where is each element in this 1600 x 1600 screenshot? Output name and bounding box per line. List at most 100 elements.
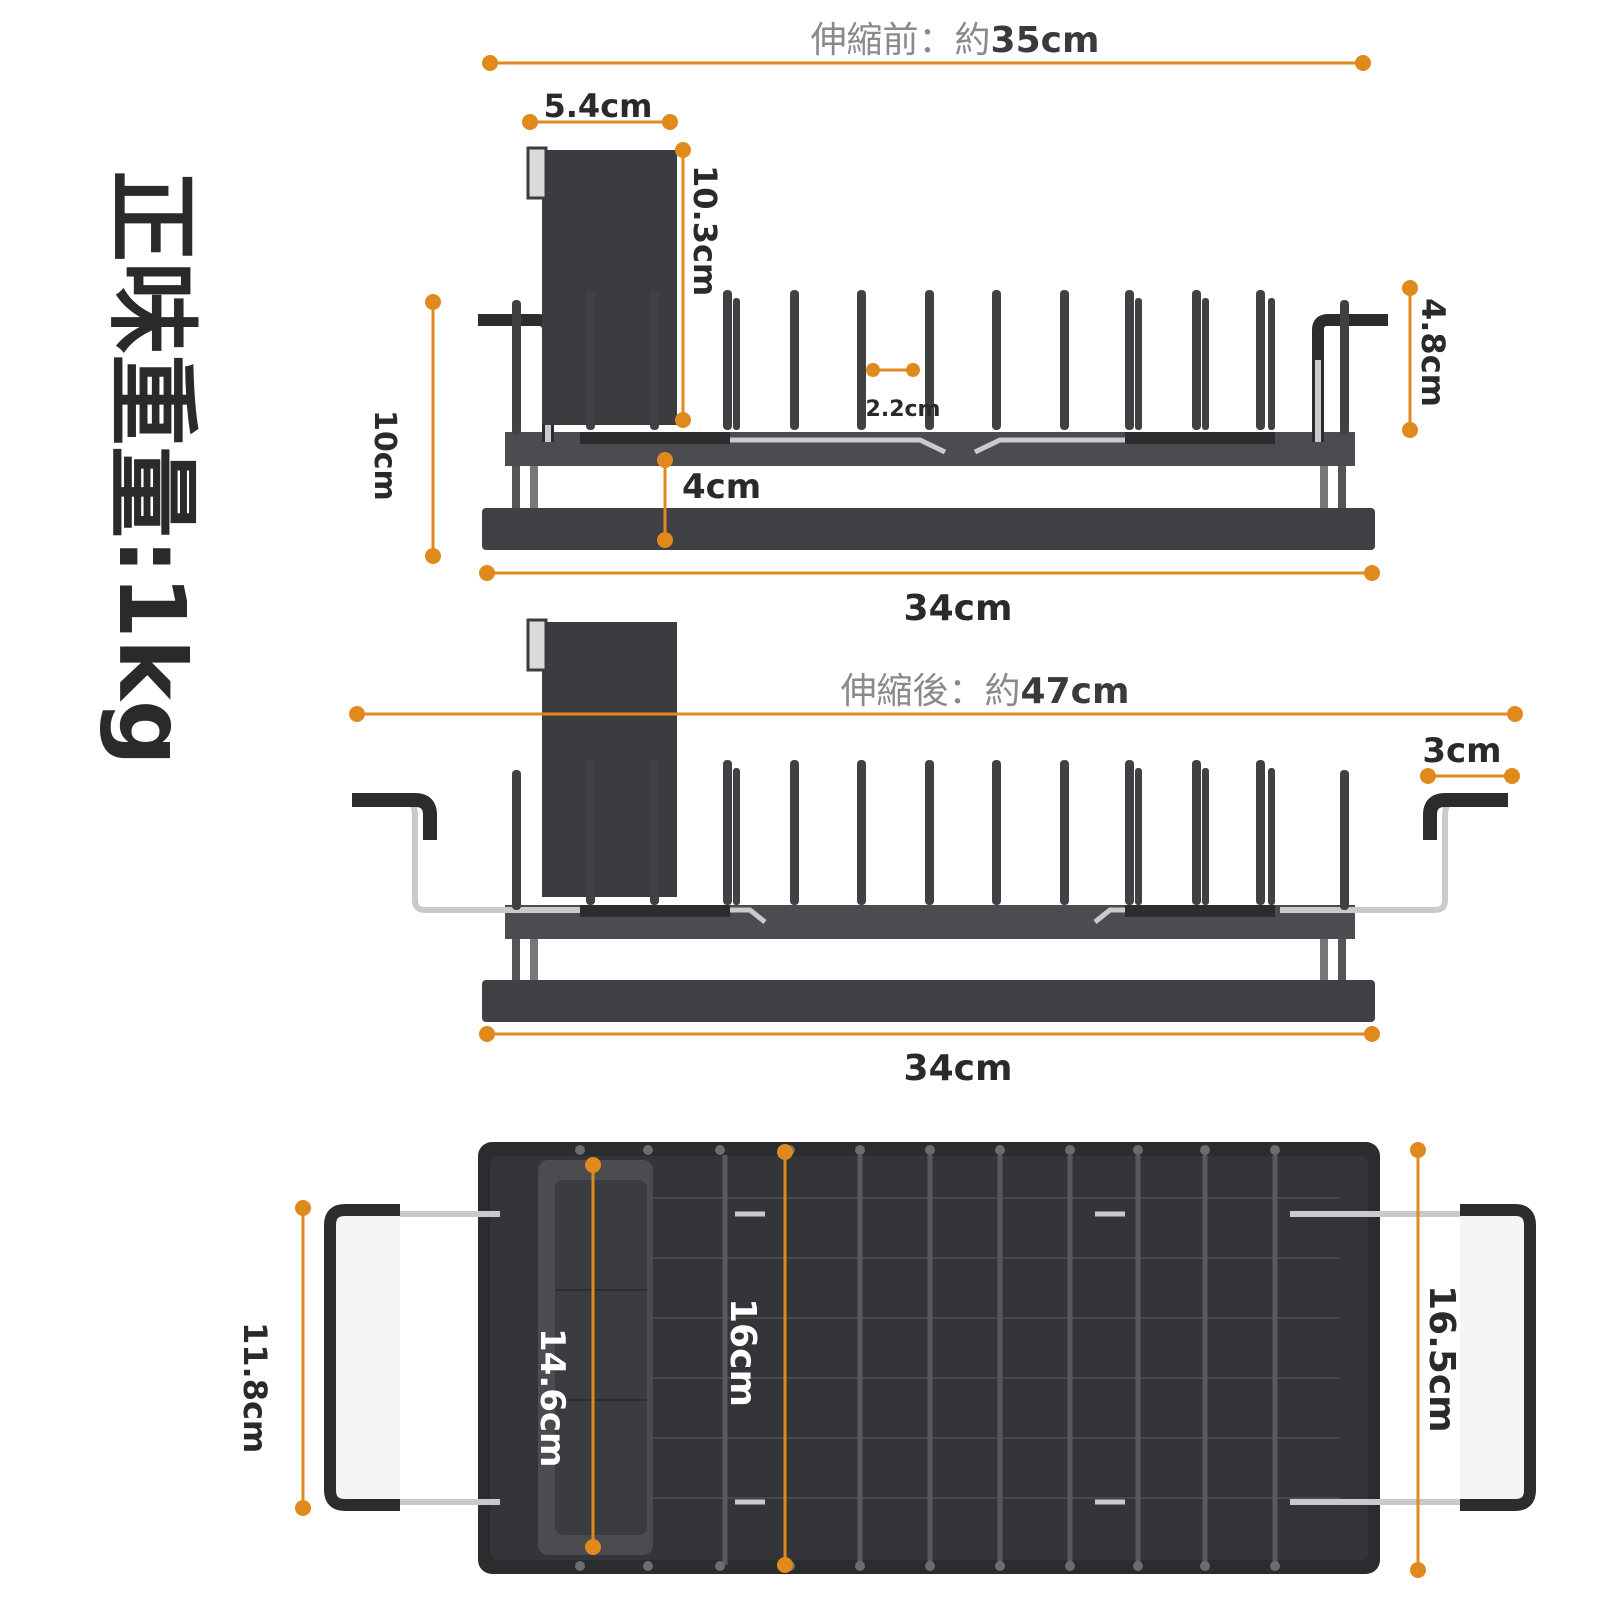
support-leg-left-2 xyxy=(530,460,538,508)
dim-base-width-retracted: 34cm xyxy=(479,565,1380,629)
plate-pin xyxy=(1135,768,1142,905)
dim-holder-depth-label: 14.6cm xyxy=(532,1328,572,1467)
plate-pin xyxy=(1340,770,1349,910)
support-leg-left-2 xyxy=(530,935,538,980)
front-view-retracted: 伸縮前：約35cm 5.4cm 10.3cm 10cm xyxy=(367,20,1452,629)
plate-pin xyxy=(650,760,659,905)
plate-pin xyxy=(1192,290,1201,430)
dim-holder-height-label: 10.3cm xyxy=(686,165,724,296)
dim-end xyxy=(657,452,673,468)
plate-pin xyxy=(1268,768,1275,905)
dim-holder-height: 10.3cm xyxy=(675,142,724,428)
plate-pin xyxy=(1192,760,1201,905)
plate-pin xyxy=(925,290,934,430)
dim-end xyxy=(425,294,441,310)
plate-pin xyxy=(512,770,521,910)
upper-frame-inner-2 xyxy=(1125,432,1275,444)
support-leg-left xyxy=(512,460,520,508)
upper-frame-inner-2 xyxy=(1125,905,1275,917)
plate-pin xyxy=(1268,298,1275,430)
dim-handle-depth-label: 11.8cm xyxy=(236,1322,274,1453)
dim-width-before: 伸縮前：約35cm xyxy=(482,20,1371,71)
dim-slot-gap-label: 2.2cm xyxy=(866,397,941,422)
steel-rod-left xyxy=(730,437,947,455)
top-handle-right xyxy=(1460,1204,1536,1511)
dim-end xyxy=(1410,1142,1426,1158)
top-handle-left xyxy=(324,1204,400,1511)
plate-pin xyxy=(650,290,659,430)
plate-pin xyxy=(790,760,799,905)
dim-outer-depth: 16.5cm xyxy=(1410,1142,1462,1578)
dim-tray-gap: 4cm xyxy=(657,452,761,548)
utensil-holder-side xyxy=(526,618,548,672)
dim-end xyxy=(906,363,920,377)
dim-end xyxy=(1504,768,1520,784)
dim-end xyxy=(479,1026,495,1042)
handle-right-extended xyxy=(1280,797,1508,913)
dim-handle-extension-label: 3cm xyxy=(1422,731,1501,771)
dim-end xyxy=(1364,1026,1380,1042)
tray-grid xyxy=(650,1197,1340,1499)
plate-pin xyxy=(1256,760,1265,905)
plate-pin xyxy=(1060,760,1069,905)
dim-base-width-extended-label: 34cm xyxy=(904,1048,1013,1089)
plate-pin xyxy=(733,298,740,430)
dim-end xyxy=(482,55,498,71)
plate-pin xyxy=(992,760,1001,905)
dim-end xyxy=(777,1144,793,1160)
plate-pin xyxy=(790,290,799,430)
dim-end xyxy=(585,1539,601,1555)
dim-width-after-prefix: 伸縮後：約 xyxy=(841,671,1021,712)
dim-end xyxy=(1420,768,1436,784)
plate-pin xyxy=(925,760,934,905)
plate-pin xyxy=(723,760,732,905)
dim-end xyxy=(662,114,678,130)
dim-end xyxy=(585,1157,601,1173)
support-leg-right xyxy=(1338,935,1346,980)
dim-inner-depth-label: 16cm xyxy=(722,1298,763,1407)
dim-width-after-value: 47cm xyxy=(1021,671,1130,712)
upper-frame-inner xyxy=(580,905,730,917)
plate-pin xyxy=(992,290,1001,430)
dim-holder-width: 5.4cm xyxy=(522,87,678,130)
dim-total-height-label: 10cm xyxy=(367,410,402,501)
dim-inner-depth: 16cm xyxy=(722,1144,793,1573)
dim-end xyxy=(866,363,880,377)
dim-holder-width-label: 5.4cm xyxy=(544,87,653,125)
dim-end xyxy=(1402,280,1418,296)
handle-right xyxy=(1312,314,1388,442)
plate-pin xyxy=(733,768,740,905)
dim-end xyxy=(1355,55,1371,71)
plate-pin xyxy=(586,760,595,905)
steel-rod-right xyxy=(973,437,1125,455)
dim-width-before-value: 35cm xyxy=(991,20,1100,61)
dim-base-width-retracted-label: 34cm xyxy=(904,588,1013,629)
steel-rod-left xyxy=(730,907,767,924)
dim-end xyxy=(349,706,365,722)
support-leg-left xyxy=(512,935,520,980)
plate-pin xyxy=(857,760,866,905)
plate-pin xyxy=(1125,760,1134,905)
handle-left-extended-grip xyxy=(352,793,437,840)
steel-rod-right xyxy=(1093,907,1125,924)
dim-handle-extension: 3cm xyxy=(1420,731,1520,784)
utensil-holder-side xyxy=(526,146,548,200)
dim-end xyxy=(1364,565,1380,581)
dim-width-before-label: 伸縮前：約35cm xyxy=(811,20,1100,61)
support-leg-right xyxy=(1338,460,1346,508)
plate-pin xyxy=(1125,290,1134,430)
dim-end xyxy=(425,548,441,564)
plate-pin xyxy=(1340,300,1349,435)
dim-end xyxy=(777,1557,793,1573)
weight-label-text: 正味重量:1kg xyxy=(98,170,205,766)
dim-end xyxy=(295,1200,311,1216)
plate-pin xyxy=(723,290,732,430)
plate-pin xyxy=(1202,768,1209,905)
support-leg-right-2 xyxy=(1320,935,1328,980)
front-view-extended: 伸縮後：約47cm 3cm 34cm xyxy=(349,618,1523,1089)
dim-outer-depth-label: 16.5cm xyxy=(1421,1285,1462,1433)
weight-label: 正味重量:1kg xyxy=(98,170,205,766)
utensil-holder-top-inner xyxy=(555,1180,647,1535)
dim-end xyxy=(1410,1562,1426,1578)
